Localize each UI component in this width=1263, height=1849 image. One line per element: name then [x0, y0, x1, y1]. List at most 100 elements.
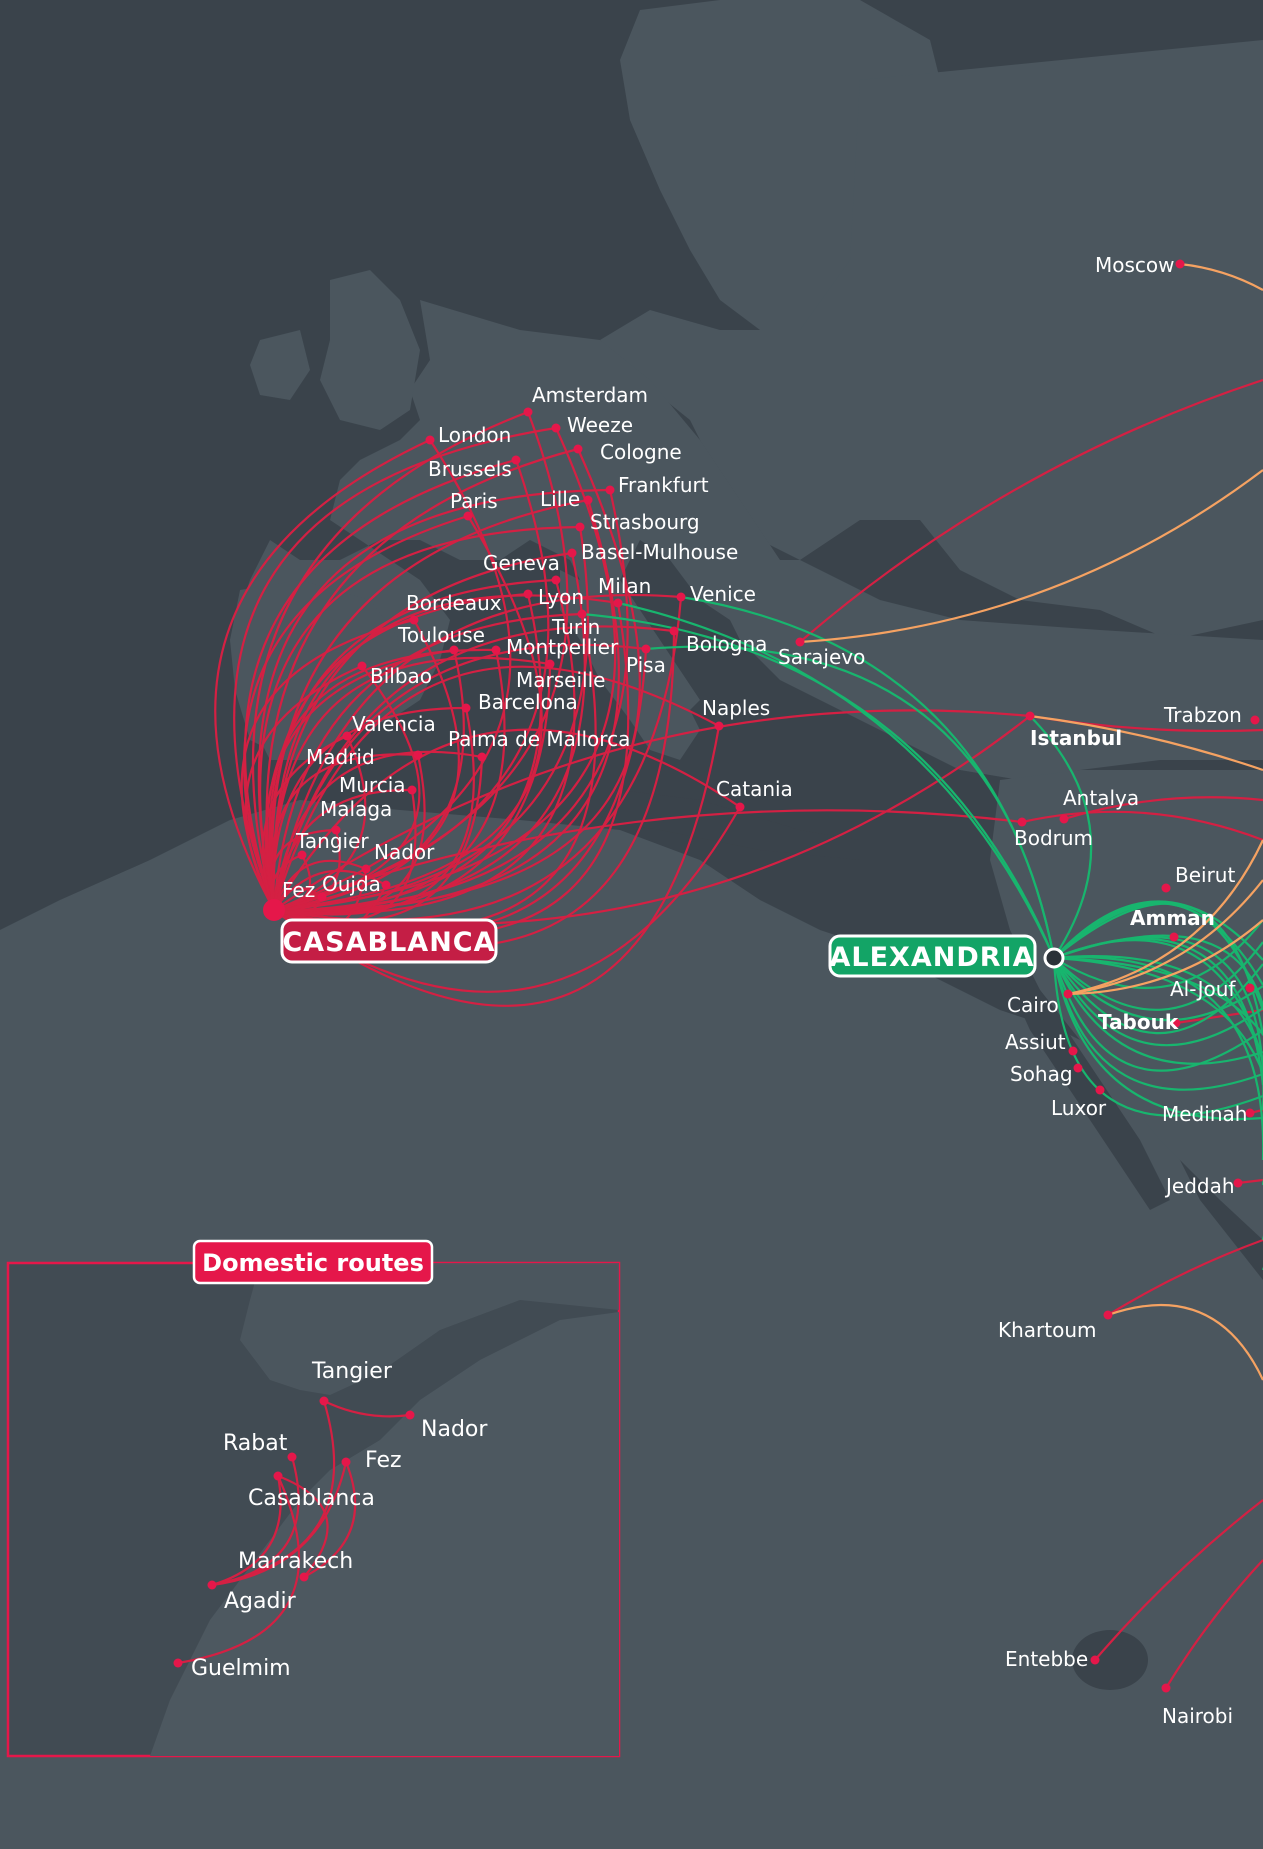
city-dot — [1171, 1018, 1181, 1028]
inset-title-box — [192, 1239, 434, 1285]
route-arc — [1107, 1238, 1263, 1316]
green-routes — [581, 595, 1263, 1270]
label-barcelona: Barcelona — [478, 690, 578, 714]
city-dot — [605, 485, 615, 495]
route-arc — [273, 663, 552, 914]
route-arc — [243, 514, 469, 911]
city-dot — [567, 548, 577, 558]
route-arc — [273, 728, 741, 911]
route-arc — [251, 410, 529, 911]
label-toulouse: Toulouse — [397, 623, 485, 647]
label-bologna: Bologna — [686, 632, 767, 656]
city-dot — [1073, 1063, 1083, 1073]
city-dot — [342, 731, 352, 741]
city-dot — [477, 752, 487, 762]
label-trabzon: Trabzon — [1163, 703, 1242, 727]
label-beirut: Beirut — [1175, 863, 1235, 887]
label-madrid: Madrid — [306, 745, 375, 769]
label-paris: Paris — [450, 489, 498, 513]
label-geneva: Geneva — [483, 551, 560, 575]
city-dot — [1095, 1085, 1105, 1095]
route-arc — [1053, 919, 1263, 990]
inset-dots — [173, 1396, 415, 1668]
inset-label-nador: Nador — [421, 1417, 488, 1442]
label-cologne: Cologne — [600, 440, 682, 464]
label-aljouf: Al-Jouf — [1170, 977, 1236, 1001]
domestic-inset: Domestic routes Tangier Nador Rabat Fez … — [6, 1239, 621, 1758]
route-arc — [1029, 715, 1093, 959]
inset-city-dot — [173, 1658, 183, 1668]
label-jeddah: Jeddah — [1164, 1174, 1235, 1198]
casablanca-label-box — [280, 918, 498, 964]
route-arc — [273, 754, 426, 915]
inset-routes — [177, 1400, 411, 1665]
city-dot — [297, 850, 307, 860]
route-arc — [1053, 957, 1263, 1047]
route-arc — [177, 1475, 301, 1665]
city-dot — [551, 575, 561, 585]
label-tabouk: Tabouk — [1098, 1010, 1179, 1034]
route-arc — [1165, 1559, 1263, 1689]
inset-label-fez: Fez — [365, 1448, 402, 1473]
label-frankfurt: Frankfurt — [618, 473, 709, 497]
route-arc — [211, 1461, 348, 1587]
route-arc — [272, 656, 551, 911]
city-dot — [1245, 1108, 1255, 1118]
route-arc — [211, 1456, 300, 1587]
label-montpellier: Montpellier — [506, 635, 619, 659]
route-arc — [273, 709, 1031, 911]
city-dot — [361, 864, 371, 874]
route-arc — [269, 578, 557, 911]
label-luxor: Luxor — [1051, 1096, 1107, 1120]
label-lyon: Lyon — [538, 585, 584, 609]
alexandria-hub-dot — [1043, 947, 1065, 969]
city-dot — [357, 661, 367, 671]
city-dot — [449, 645, 459, 655]
city-dot — [1161, 883, 1171, 893]
city-dot — [409, 615, 419, 625]
label-bordeaux: Bordeaux — [406, 591, 502, 615]
label-tangier: Tangier — [295, 829, 369, 853]
city-dot — [461, 703, 471, 713]
label-medinah: Medinah — [1162, 1102, 1247, 1126]
label-nador: Nador — [374, 840, 435, 864]
route-arc — [272, 788, 413, 911]
label-lille: Lille — [540, 487, 580, 511]
inset-land — [8, 1263, 619, 1756]
city-labels: Moscow Amsterdam London Weeze Cologne Br… — [282, 253, 1247, 1728]
route-arc — [1179, 262, 1263, 291]
route-arc — [323, 1400, 411, 1418]
route-arc — [1052, 957, 1263, 1091]
route-arc — [261, 735, 348, 911]
city-dot — [545, 659, 555, 669]
label-catania: Catania — [716, 777, 793, 801]
city-dot — [1169, 932, 1179, 942]
route-arc — [273, 526, 589, 912]
route-arc — [1052, 957, 1263, 1121]
label-pisa: Pisa — [626, 653, 666, 677]
city-dot — [1068, 1046, 1078, 1056]
casablanca-hub-dot — [263, 899, 285, 921]
route-arc — [1053, 934, 1263, 1135]
label-malaga: Malaga — [320, 797, 392, 821]
label-milan: Milan — [598, 574, 651, 598]
label-palma: Palma de Mallorca — [448, 727, 630, 751]
route-arc — [259, 525, 581, 911]
route-arc — [1052, 957, 1263, 1065]
inset-label-agadir: Agadir — [224, 1589, 297, 1614]
city-dot — [1063, 989, 1073, 999]
route-arc — [265, 648, 497, 911]
label-moscow: Moscow — [1095, 253, 1175, 277]
route-arc — [277, 1474, 329, 1578]
route-arc — [1053, 956, 1263, 1160]
city-dot — [1233, 1178, 1243, 1188]
label-sarajevo: Sarajevo — [778, 645, 865, 669]
route-arc — [1052, 957, 1263, 1072]
route-arc — [1067, 919, 1263, 996]
city-dot — [575, 522, 585, 532]
label-bilbao: Bilbao — [370, 664, 432, 688]
city-dot — [641, 644, 651, 654]
city-dot — [413, 750, 423, 760]
route-arc — [272, 612, 583, 911]
